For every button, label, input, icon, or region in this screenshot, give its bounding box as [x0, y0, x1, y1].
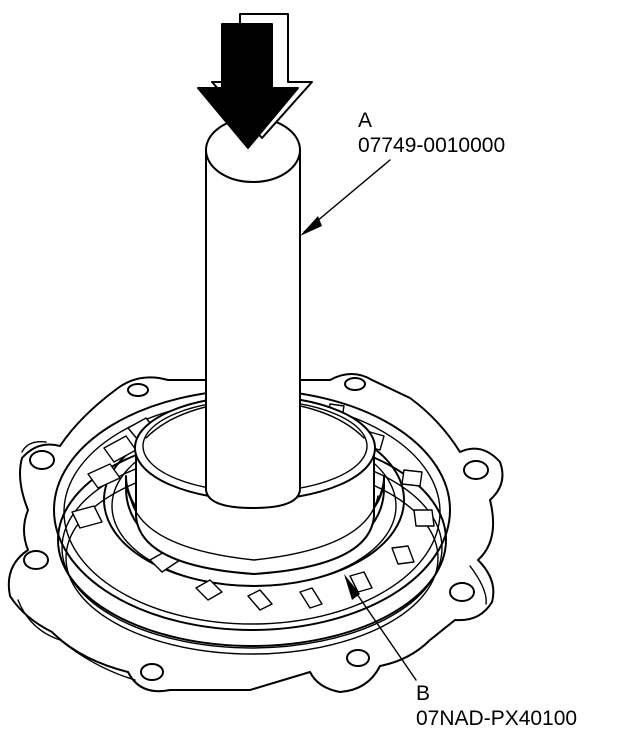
- bolt-hole-bottom-left: [140, 663, 164, 681]
- bolt-holes: [21, 377, 489, 681]
- bolt-hole-left-upper: [21, 441, 55, 470]
- bolt-hole-top-left: [127, 383, 149, 397]
- callout-b-letter: B: [416, 682, 430, 705]
- tool-a-driver-handle: [205, 117, 301, 509]
- bolt-hole-top-right: [344, 377, 366, 391]
- bolt-hole-right-lower: [449, 582, 475, 602]
- callout-a-part-number: 07749-0010000: [358, 134, 505, 157]
- bolt-hole-bottom-right: [346, 649, 370, 667]
- down-arrow-icon: [197, 13, 313, 149]
- tool-b-driver-attachment: [125, 395, 385, 575]
- callout-b-part-number: 07NAD-PX40100: [416, 707, 577, 730]
- callout-a: A 07749-0010000: [300, 109, 505, 236]
- bolt-hole-right-upper: [463, 460, 489, 480]
- callout-a-letter: A: [358, 109, 372, 132]
- callout-b: B 07NAD-PX40100: [344, 574, 577, 730]
- bolt-hole-left-lower: [23, 550, 49, 570]
